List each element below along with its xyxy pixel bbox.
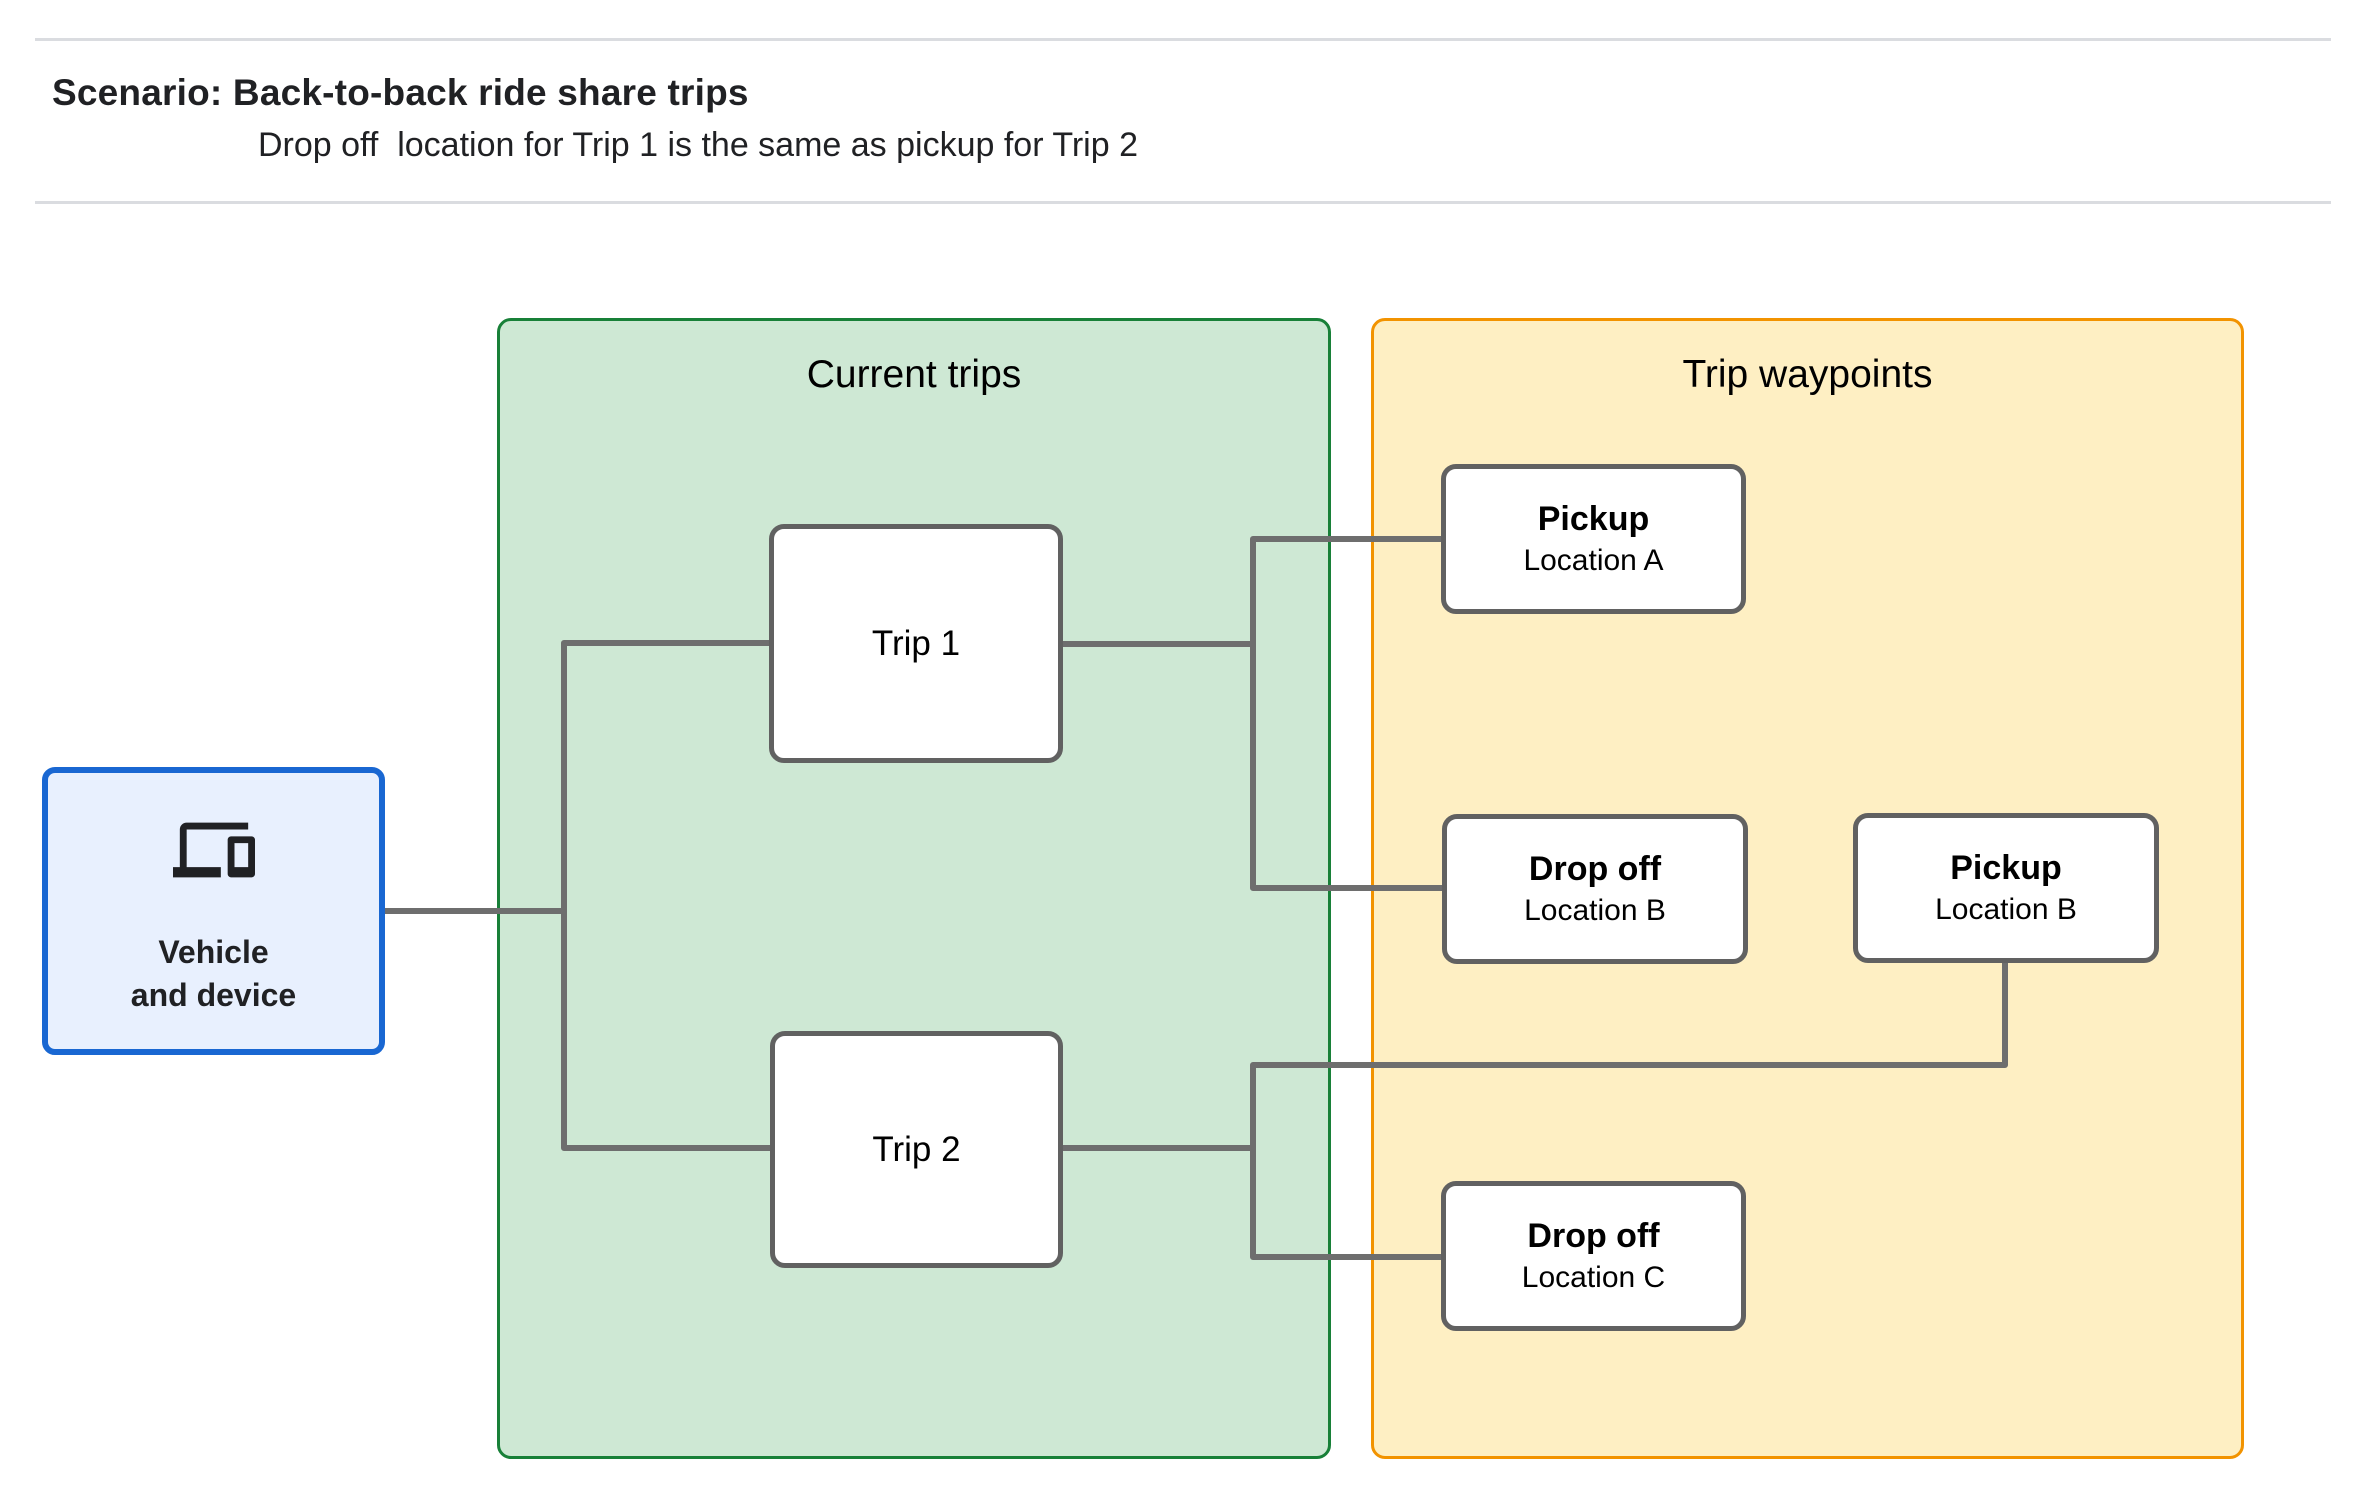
devices-icon: [172, 822, 255, 878]
page-title: Scenario: Back-to-back ride share trips: [52, 72, 749, 113]
trip1-node: Trip 1: [769, 524, 1063, 763]
dropoff-location-c-node: Drop off Location C: [1441, 1181, 1746, 1331]
pickup-a-title: Pickup: [1537, 500, 1650, 538]
current-trips-panel-title: Current trips: [806, 353, 1022, 396]
trip2-node: Trip 2: [770, 1031, 1063, 1268]
pickup-b-subtitle: Location B: [1935, 893, 2077, 926]
pickup-location-a-node: Pickup Location A: [1441, 464, 1746, 614]
dropoff-location-b-node: Drop off Location B: [1442, 814, 1748, 964]
current-trips-panel: Current trips: [497, 318, 1331, 1459]
vehicle-label-line2: and device: [130, 977, 297, 1013]
trip1-label: Trip 1: [871, 623, 961, 663]
pickup-b-title: Pickup: [1950, 849, 2062, 887]
header-divider: [35, 201, 2331, 204]
trip2-label: Trip 2: [872, 1129, 961, 1169]
pickup-location-b-node: Pickup Location B: [1853, 813, 2159, 963]
dropoff-c-title: Drop off: [1527, 1217, 1660, 1255]
dropoff-b-title: Drop off: [1528, 850, 1662, 888]
vehicle-and-device-node: Vehicle and device: [42, 767, 385, 1055]
top-divider: [35, 38, 2331, 41]
vehicle-node-label: Vehicle and device: [131, 931, 296, 1017]
page-subtitle: Drop off location for Trip 1 is the same…: [258, 126, 1138, 164]
trip-waypoints-panel-title: Trip waypoints: [1682, 353, 1933, 396]
pickup-a-subtitle: Location A: [1523, 544, 1664, 577]
vehicle-label-line1: Vehicle: [158, 934, 269, 970]
dropoff-c-subtitle: Location C: [1521, 1261, 1666, 1294]
dropoff-b-subtitle: Location B: [1524, 894, 1666, 927]
